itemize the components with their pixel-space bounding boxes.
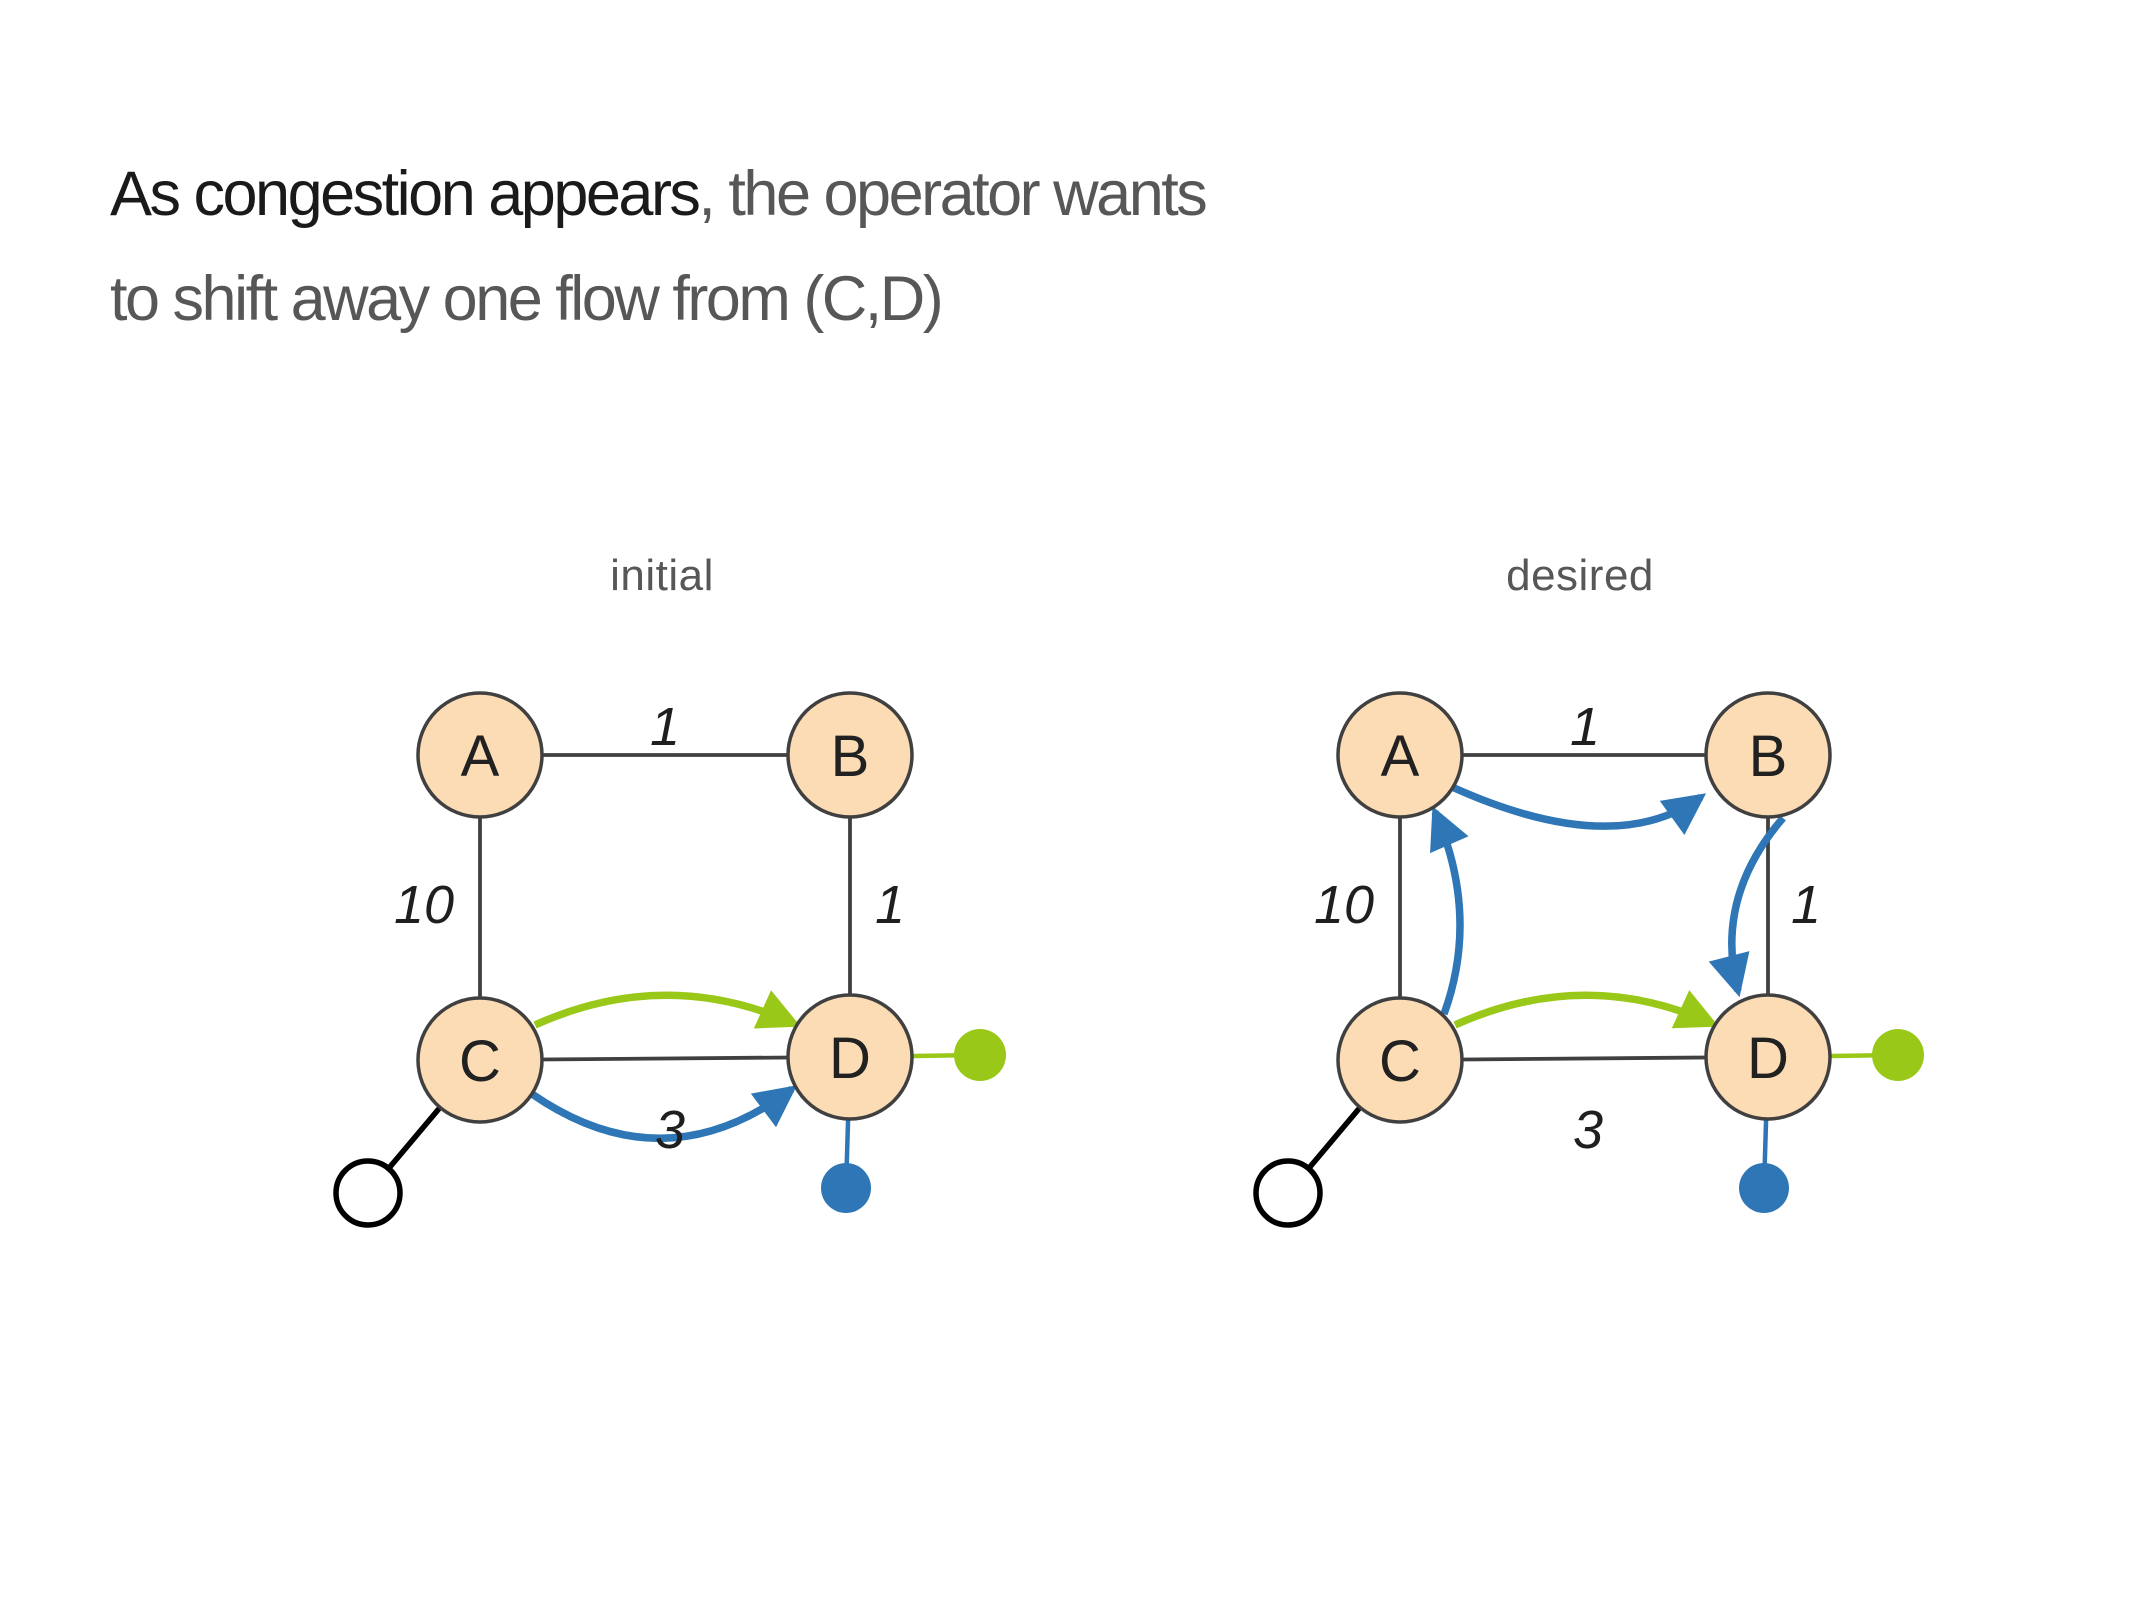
blue-flow-arrow-a-b — [1450, 783, 1707, 835]
blue-flow-arrow-c-d — [529, 1085, 798, 1142]
title-emphasis: As congestion appears — [110, 159, 701, 229]
title-line1-rest: , the operator wants — [698, 159, 1207, 229]
title-line-2: to shift away one flow from (C,D) — [110, 264, 944, 334]
blue-endpoint-dot — [821, 1163, 871, 1213]
green-flow-arrow-c-d — [533, 990, 801, 1029]
green-endpoint-dot — [1872, 1029, 1924, 1081]
graph-initial: A B C D 1 10 1 3 — [333, 691, 1006, 1228]
weight-a-c: 10 — [1314, 875, 1374, 935]
node-b — [786, 691, 914, 819]
panel-label-initial: initial — [610, 551, 714, 600]
green-endpoint-dot — [954, 1029, 1006, 1081]
panel-label-desired: desired — [1506, 551, 1654, 600]
node-c — [1336, 996, 1464, 1124]
graph-desired: A B C D 1 10 1 3 — [1253, 691, 1924, 1228]
node-a — [416, 691, 544, 819]
weight-a-b: 1 — [650, 697, 680, 757]
node-c-label: C — [1379, 1029, 1421, 1094]
slide-title: As congestion appears, the operator want… — [110, 142, 1208, 352]
node-c-label: C — [459, 1029, 501, 1094]
node-b — [1704, 691, 1832, 819]
node-d — [786, 993, 914, 1121]
host-open-circle — [1253, 1158, 1323, 1228]
weight-a-c: 10 — [394, 875, 454, 935]
node-b-label: B — [831, 724, 870, 789]
green-flow-arrow-c-d — [1453, 990, 1719, 1029]
weight-c-d: 3 — [655, 1100, 685, 1160]
blue-flow-arrow-b-d — [1708, 815, 1786, 998]
weight-a-b: 1 — [1570, 697, 1600, 757]
node-a — [1336, 691, 1464, 819]
node-b-label: B — [1749, 724, 1788, 789]
weight-b-d: 1 — [875, 875, 905, 935]
node-a-label: A — [461, 724, 500, 789]
node-a-label: A — [1381, 724, 1420, 789]
node-d — [1704, 993, 1832, 1121]
weight-c-d: 3 — [1573, 1100, 1603, 1160]
title-line-1: As congestion appears, the operator want… — [110, 142, 1208, 247]
weight-b-d: 1 — [1791, 875, 1821, 935]
node-d-label: D — [1747, 1026, 1789, 1091]
blue-endpoint-dot — [1739, 1163, 1789, 1213]
blue-flow-arrow-c-a — [1430, 806, 1469, 1016]
node-c — [416, 996, 544, 1124]
host-open-circle — [333, 1158, 403, 1228]
node-d-label: D — [829, 1026, 871, 1091]
